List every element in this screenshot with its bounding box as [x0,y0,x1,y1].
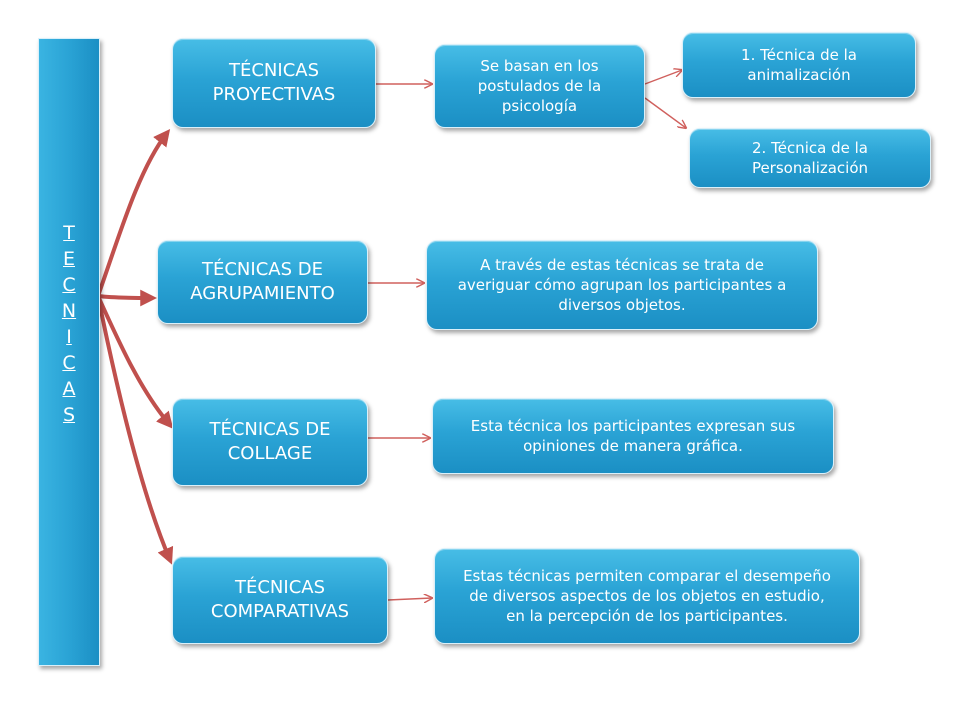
thin-arrow-comparativas [387,598,432,600]
category-title-comparativas: TÉCNICAS COMPARATIVAS [210,576,350,622]
subitem-box-animalizacion: 1. Técnica de la animalización [682,32,916,98]
description-text-proyectivas: Se basan en los postulados de la psicolo… [477,56,602,116]
description-text-comparativas: Estas técnicas permiten comparar el dese… [463,566,831,626]
category-box-proyectivas: TÉCNICAS PROYECTIVAS [172,38,376,128]
description-box-proyectivas: Se basan en los postulados de la psicolo… [434,44,645,128]
main-arrow-comparativas [96,295,174,565]
description-box-agrupamiento: A través de estas técnicas se trata de a… [426,240,818,330]
tecnicas-vertical-bar: T E C N I C A S [38,38,100,666]
subitem-text-animalizacion: 1. Técnica de la animalización [741,45,857,84]
category-box-comparativas: TÉCNICAS COMPARATIVAS [172,556,388,644]
tecnicas-vertical-label: T E C N I C A S [61,222,77,426]
category-title-collage: TÉCNICAS DE COLLAGE [209,418,331,464]
main-arrow-agrupamiento [97,289,158,307]
subitem-text-personalizacion: 2. Técnica de la Personalización [751,138,869,177]
description-box-comparativas: Estas técnicas permiten comparar el dese… [434,548,860,644]
description-text-collage: Esta técnica los participantes expresan … [470,416,796,455]
category-title-proyectivas: TÉCNICAS PROYECTIVAS [212,59,336,105]
thin-arrow-sub-2 [644,97,686,128]
category-box-collage: TÉCNICAS DE COLLAGE [172,398,368,486]
category-box-agrupamiento: TÉCNICAS DE AGRUPAMIENTO [157,240,368,324]
description-text-agrupamiento: A través de estas técnicas se trata de a… [457,255,787,315]
subitem-box-personalizacion: 2. Técnica de la Personalización [689,128,931,188]
category-title-agrupamiento: TÉCNICAS DE AGRUPAMIENTO [190,258,335,304]
description-box-collage: Esta técnica los participantes expresan … [432,398,834,474]
thin-arrow-sub-1 [644,70,682,85]
